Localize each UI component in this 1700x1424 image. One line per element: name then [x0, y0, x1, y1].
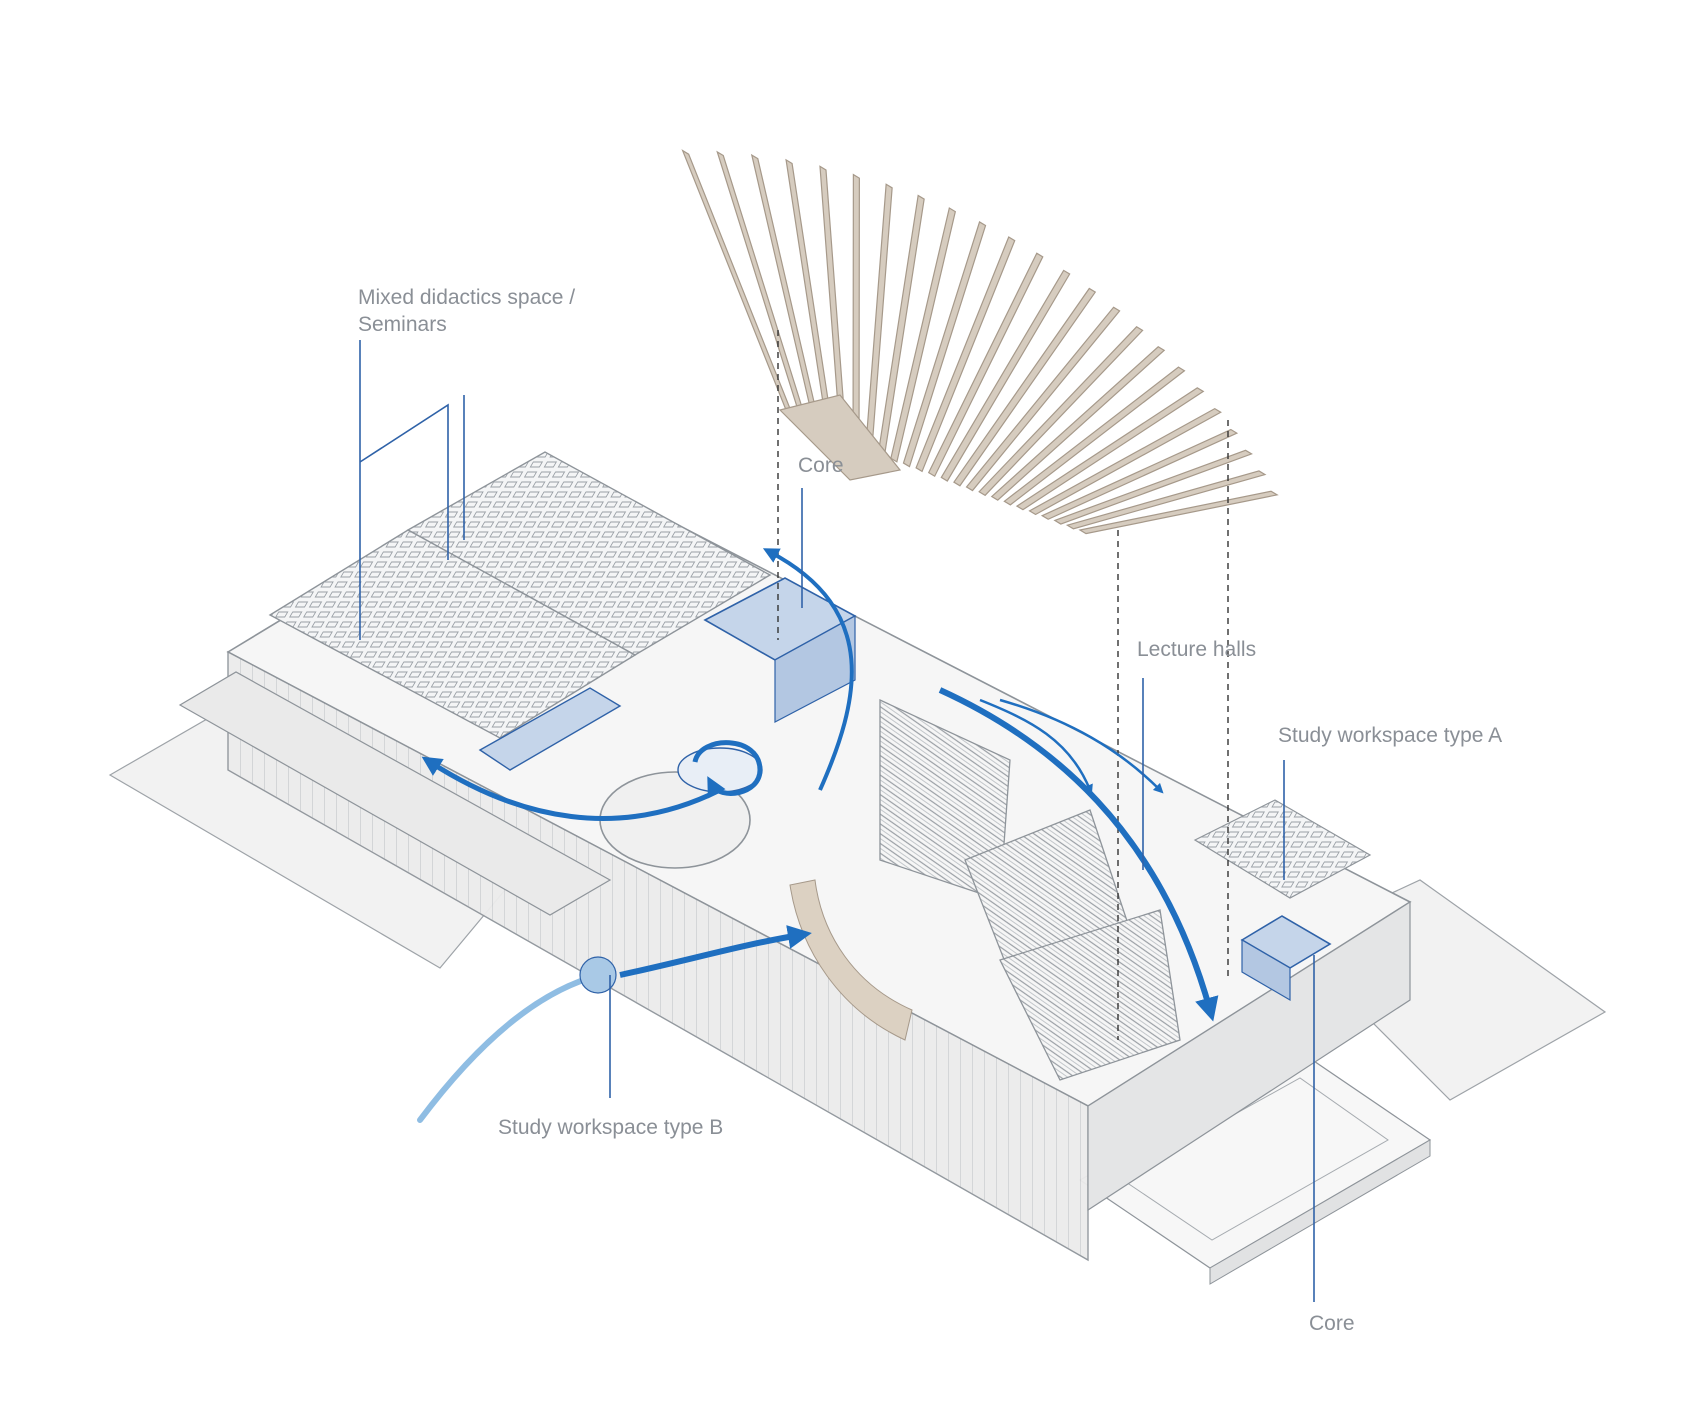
projection-lines: [777, 330, 1229, 1040]
seminar-service-block: [478, 687, 622, 771]
leader-lines: [359, 340, 1315, 1302]
core-block-bottom-side: [1241, 938, 1291, 1002]
leader-mixed-didactics-bracket: [359, 403, 449, 560]
wooden-slat: [1065, 470, 1267, 530]
balcony-edge: [178, 671, 612, 916]
circulation-arrow-branch: [979, 698, 1093, 795]
label-study-workspace-b: Study workspace type B: [498, 1116, 724, 1139]
wooden-slat: [852, 173, 860, 449]
wooden-slat: [890, 207, 957, 463]
wooden-slat: [1053, 449, 1253, 525]
circulation-arrows: [417, 548, 1219, 1123]
label-mixed-didactics: Mixed didactics space / Seminars: [358, 284, 575, 338]
wooden-slat: [1028, 407, 1222, 516]
wooden-slat: [940, 269, 1071, 482]
label-lecture-halls: Lecture halls: [1137, 638, 1257, 661]
wooden-slat: [953, 287, 1097, 487]
study-workspace-a-area: [1193, 799, 1372, 899]
wooden-slat: [902, 221, 987, 468]
circulation-arrow-core: [762, 548, 854, 791]
wooden-slat: [990, 346, 1166, 501]
label-mixed-didactics-line2: Seminars: [358, 313, 447, 336]
wooden-slat: [1003, 366, 1186, 506]
core-block-top-side: [774, 614, 856, 723]
wooden-slat: [915, 236, 1016, 473]
circulation-arrow-main: [619, 925, 812, 978]
circulation-arrow-entry: [417, 972, 603, 1123]
circulation-arrow-seminar: [421, 756, 722, 821]
entry-node: [579, 956, 617, 994]
wooden-slat: [965, 306, 1121, 492]
facade-east: [1087, 900, 1411, 1212]
label-study-workspace-a: Study workspace type A: [1278, 724, 1503, 747]
lecture-hall-small: [999, 909, 1181, 1081]
circulation-arrow-branch: [999, 698, 1164, 794]
wooden-slat: [978, 326, 1144, 497]
circulation-arrow-lecture: [938, 687, 1219, 1022]
seminar-room-south: [268, 529, 637, 739]
label-core-bottom: Core: [1309, 1312, 1355, 1335]
circulation-arrow-spiral: [692, 740, 763, 799]
wooden-slat: [1040, 428, 1239, 520]
label-core-top: Core: [798, 454, 844, 477]
wooden-slat: [1015, 387, 1205, 511]
label-mixed-didactics-line1: Mixed didactics space /: [358, 286, 576, 309]
wooden-slat: [681, 149, 798, 426]
canopy-fascia: [1209, 1139, 1431, 1285]
wooden-slat: [927, 252, 1044, 478]
wooden-slat-base: [778, 394, 902, 481]
building: [178, 451, 1412, 1262]
wooden-slat-roof: [681, 149, 1279, 535]
